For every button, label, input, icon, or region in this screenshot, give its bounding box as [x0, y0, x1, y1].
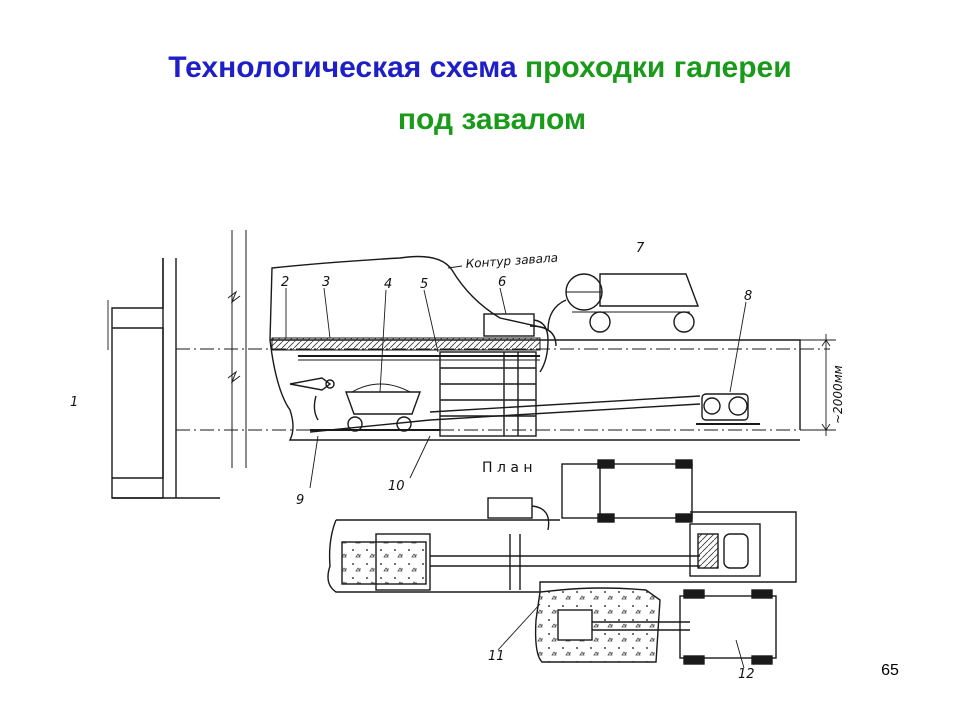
label-3: 3	[322, 275, 330, 290]
compressor-vehicle	[547, 273, 700, 333]
drilling-tool	[289, 377, 335, 421]
roof-shield	[271, 337, 541, 351]
height-label: ~2000мм	[831, 365, 845, 424]
winch	[696, 393, 760, 425]
contour-label: Контур завала	[465, 251, 558, 271]
building-structure	[107, 258, 220, 499]
label-5: 5	[420, 277, 428, 292]
label-10: 10	[388, 479, 405, 494]
conveyor-rods	[309, 395, 701, 433]
label-8: 8	[744, 289, 752, 304]
page-number: 65	[881, 662, 899, 679]
pump-unit	[483, 313, 557, 373]
label-4: 4	[384, 277, 392, 292]
label-7: 7	[636, 241, 645, 256]
gallery-axis-lines	[176, 348, 830, 431]
mine-car	[310, 383, 440, 432]
label-leaders	[285, 265, 747, 489]
support-frame	[439, 351, 537, 437]
plan-view	[327, 459, 797, 669]
label-12: 12	[738, 667, 755, 682]
title-green-part: проходки галереи	[524, 51, 792, 84]
plan-label: П л а н	[482, 460, 533, 476]
label-2: 2	[281, 275, 289, 290]
slide-title: Технологическая схема проходки галереи п…	[60, 42, 900, 146]
label-1: 1	[70, 395, 78, 410]
label-9: 9	[296, 493, 304, 508]
height-dimension	[800, 334, 836, 436]
label-6: 6	[498, 275, 506, 290]
title-second-line: под завалом	[397, 103, 587, 136]
label-11: 11	[488, 649, 505, 664]
title-blue-part: Технологическая схема	[168, 51, 517, 84]
